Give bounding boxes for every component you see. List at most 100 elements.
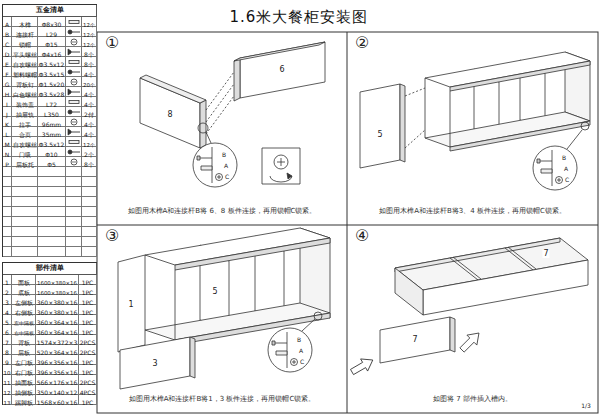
line-art [190, 337, 195, 378]
table-text: A [5, 20, 9, 29]
table-cell: J [3, 107, 12, 117]
table-cell [38, 177, 66, 187]
table-cell: L29 [38, 27, 66, 37]
table-cell: L [3, 127, 12, 137]
table-cell: 96mm [38, 117, 66, 127]
table-text: C [5, 40, 9, 49]
line-art [552, 150, 553, 186]
page-title: 1.6米大餐柜安装图 [97, 8, 501, 27]
line-art [556, 177, 563, 184]
line-art [425, 78, 426, 138]
table-cell: 12个 [82, 137, 97, 147]
table-text: N [5, 150, 10, 159]
table-cell [66, 77, 82, 87]
step-number: ② [355, 35, 369, 51]
table-cell: 3 [3, 295, 12, 305]
line-art [216, 174, 223, 181]
dowel-icon [69, 141, 79, 144]
line-art [405, 88, 425, 148]
table-text: K [5, 120, 9, 129]
table-text: 396×356×16 [37, 358, 78, 367]
table-text: 12个 [83, 21, 95, 30]
table-text: E [5, 60, 9, 69]
line-art [193, 143, 237, 187]
table-cell: 4 [3, 305, 12, 315]
table-cell [3, 247, 12, 257]
table-cell [66, 27, 82, 37]
table-text: 1PC [82, 368, 94, 377]
cam-slot-icon [72, 42, 76, 43]
table-cell: 锁帽 [12, 37, 38, 47]
line-art [274, 155, 288, 169]
table-cell: 1PC [79, 295, 97, 305]
table-cell [3, 177, 12, 187]
table-text: 左侧板 [15, 298, 33, 307]
table-cell: 平头螺丝 [12, 47, 38, 57]
cam-icon [71, 159, 77, 165]
table-cell: Φ10 [38, 147, 66, 157]
part-number: 1 [127, 301, 134, 309]
table-cell: 12 [3, 385, 12, 395]
screw-head-icon [68, 49, 71, 55]
table-cell: 1PC [79, 285, 97, 295]
table-cell: 左中隔板 [12, 315, 36, 325]
table-text: Φ3.5x15 [39, 70, 64, 79]
table-text: 白色螺丝 [13, 90, 37, 99]
cam-icon [71, 119, 77, 125]
table-cell: 4个 [82, 67, 97, 77]
table-cell: 右侧板 [12, 305, 36, 315]
hardware-icon [67, 128, 81, 136]
table-cell [66, 237, 82, 247]
hardware-letter: C [299, 359, 305, 365]
table-cell [38, 237, 66, 247]
step-panel: ④如图将 7 部件插入槽内。 [347, 225, 598, 413]
line-art [360, 84, 400, 168]
table-cell [82, 237, 97, 247]
table-cell: 10 [3, 365, 12, 375]
hardware-icon [67, 148, 81, 156]
table-cell [82, 197, 97, 207]
table-text: 360×380×16 [37, 308, 78, 317]
dowel-icon [69, 101, 79, 104]
table-cell [12, 247, 38, 257]
table-text: 抽屉轨 [16, 110, 34, 119]
table-cell [66, 87, 82, 97]
table-cell: 木榫 [12, 17, 38, 27]
table-text: 1PC [82, 308, 94, 317]
line-art [175, 270, 176, 340]
table-cell [12, 197, 38, 207]
table-text: 左门板 [15, 358, 33, 367]
hardware-icon [67, 18, 81, 26]
table-text: 520×364×16 [37, 348, 78, 357]
cam-slot-icon [72, 82, 76, 83]
table-cell: 自攻螺丝 [12, 137, 38, 147]
table-cell: 1 [3, 275, 12, 285]
table-text: Φ3.5x12 [39, 140, 64, 149]
table-cell: 2PCS [79, 335, 97, 345]
table-text: 1574×372×3 [37, 338, 78, 347]
table-cell: P [3, 157, 12, 167]
table-text: F [5, 70, 8, 79]
line-art [97, 32, 598, 413]
table-text: 4 [5, 308, 9, 317]
frame-grid [97, 32, 598, 413]
table-cell: 2PCS [79, 375, 97, 385]
table-cell: 6 [3, 325, 12, 335]
step-panel: ② 如图用木榫A和连接杆B将3、4 板件连接，再用锁帽C锁紧。 [347, 32, 598, 225]
table-text: 2个 [84, 150, 94, 159]
table-cell [66, 227, 82, 237]
step-caption: 如图用木榫A和连接杆B将3、4 板件连接，再用锁帽C锁紧。 [352, 207, 593, 216]
table-text: 层板 [18, 348, 30, 357]
hardware-letter: C [564, 177, 570, 183]
table-text: 木榫 [19, 20, 31, 29]
line-art [118, 255, 145, 352]
line-art [200, 158, 212, 159]
table-cell: Φ3.5x28 [38, 87, 66, 97]
table-cell [82, 187, 97, 197]
table-cell: 合页 [12, 127, 38, 137]
cam-slot-icon [72, 122, 76, 123]
table-cell: 396×356×16 [36, 365, 79, 375]
line-art [347, 32, 348, 413]
table-cell: C [3, 37, 12, 47]
table-cell: 左门板 [12, 355, 36, 365]
